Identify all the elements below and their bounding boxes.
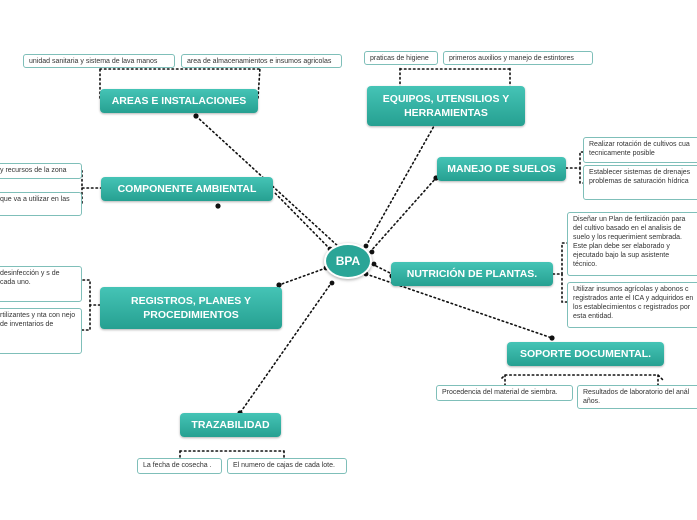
leaf-equipos-auxilios[interactable]: primeros auxilios y manejo de estintores — [443, 51, 593, 65]
leaf-equipos-higiene[interactable]: praticas de higiene — [364, 51, 438, 65]
topic-componente[interactable]: COMPONENTE AMBIENTAL — [101, 177, 273, 201]
leaf-componente-utilizar[interactable]: que va a utilizar en las — [0, 192, 82, 216]
leaf-componente-recursos[interactable]: y recursos de la zona — [0, 163, 82, 179]
topic-manejo[interactable]: MANEJO DE SUELOS — [437, 157, 566, 181]
topic-nutricion[interactable]: NUTRICIÓN DE PLANTAS. — [391, 262, 553, 286]
leaf-traza-fecha[interactable]: La fecha de cosecha . — [137, 458, 222, 474]
topic-equipos[interactable]: EQUIPOS, UTENSILIOS Y HERRAMIENTAS — [367, 86, 525, 126]
leaf-soporte-procedencia[interactable]: Procedencia del material de siembra. — [436, 385, 573, 401]
leaf-registros-fertilizantes[interactable]: rtilizantes y nta con nejo de inventario… — [0, 308, 82, 354]
leaf-nutricion-insumos[interactable]: Utilizar insumos agrícolas y abonos c re… — [567, 282, 697, 328]
leaf-areas-unidad-sanitaria[interactable]: unidad sanitaria y sistema de lava manos — [23, 54, 175, 68]
topic-soporte[interactable]: SOPORTE DOCUMENTAL. — [507, 342, 664, 366]
leaf-traza-cajas[interactable]: El numero de cajas de cada lote. — [227, 458, 347, 474]
leaf-registros-desinfeccion[interactable]: desinfección y s de cada uno. — [0, 266, 82, 302]
leaf-manejo-rotacion[interactable]: Realizar rotación de cultivos cua tecnic… — [583, 137, 697, 163]
leaf-soporte-laboratorio[interactable]: Resultados de laboratorio del anál años. — [577, 385, 697, 409]
leaf-manejo-drenajes[interactable]: Establecer sistemas de drenajes problema… — [583, 165, 697, 200]
central-node[interactable]: BPA — [324, 243, 372, 279]
leaf-areas-almacenamiento[interactable]: area de almacenamientos e insumos agrico… — [181, 54, 342, 68]
leaf-nutricion-plan[interactable]: Diseñar un Plan de fertilización para de… — [567, 212, 697, 276]
topic-registros[interactable]: REGISTROS, PLANES Y PROCEDIMIENTOS — [100, 287, 282, 329]
topic-areas[interactable]: AREAS E INSTALACIONES — [100, 89, 258, 113]
topic-trazabilidad[interactable]: TRAZABILIDAD — [180, 413, 281, 437]
